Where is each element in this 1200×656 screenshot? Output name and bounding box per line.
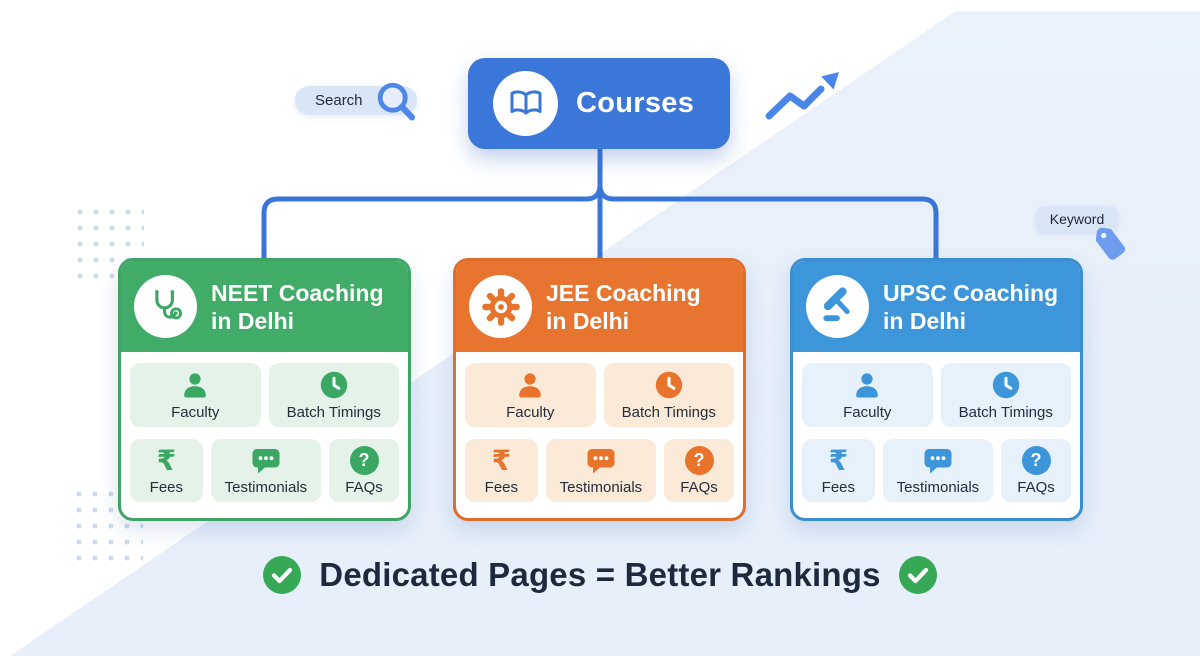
footer-slogan: Dedicated Pages = Better Rankings	[0, 556, 1200, 594]
tile-batch-timings: Batch Timings	[940, 363, 1071, 427]
card-title: NEET Coaching in Delhi	[211, 279, 384, 334]
gavel-icon	[806, 275, 869, 338]
clock-icon	[319, 370, 349, 401]
card-jee-coaching: JEE Coaching in Delhi Faculty Batch Timi…	[453, 258, 746, 521]
keyword-pill: Keyword	[1036, 206, 1118, 232]
rupee-icon: ₹	[156, 443, 177, 477]
courses-label: Courses	[576, 87, 695, 119]
tile-faqs: ? FAQs	[329, 439, 399, 502]
card-header: JEE Coaching in Delhi	[456, 261, 743, 352]
person-icon	[515, 370, 545, 401]
footer-text: Dedicated Pages = Better Rankings	[319, 556, 881, 593]
clock-icon	[654, 370, 684, 401]
testimonial-chat-icon	[922, 445, 954, 476]
top-white-strip	[0, 0, 1200, 11]
tile-faculty: Faculty	[465, 363, 596, 427]
open-book-icon	[493, 71, 558, 136]
gear-icon	[469, 275, 532, 338]
check-circle-icon	[263, 556, 302, 594]
tile-batch-timings: Batch Timings	[268, 363, 399, 427]
stethoscope-icon	[134, 275, 197, 338]
card-header: NEET Coaching in Delhi	[121, 261, 408, 352]
trending-up-arrow-icon	[765, 72, 839, 120]
card-body: Faculty Batch Timings ₹ Fees	[121, 352, 408, 514]
card-header: UPSC Coaching in Delhi	[793, 261, 1080, 352]
clock-icon	[991, 370, 1021, 401]
search-label: Search	[315, 92, 363, 109]
tile-fees: ₹ Fees	[465, 439, 538, 502]
tile-testimonials: Testimonials	[882, 439, 994, 502]
tile-faqs: ? FAQs	[664, 439, 734, 502]
testimonial-chat-icon	[585, 445, 617, 476]
card-title: UPSC Coaching in Delhi	[883, 279, 1059, 334]
tile-testimonials: Testimonials	[210, 439, 322, 502]
connector-left	[261, 147, 603, 263]
tile-faculty: Faculty	[130, 363, 261, 427]
person-icon	[180, 370, 210, 401]
magnifier-icon	[377, 82, 416, 121]
question-icon: ?	[684, 445, 714, 476]
card-neet-coaching: NEET Coaching in Delhi Faculty Batch Tim…	[118, 258, 411, 521]
question-icon: ?	[349, 445, 379, 476]
card-title: JEE Coaching in Delhi	[546, 279, 701, 334]
price-tag-icon	[1095, 227, 1126, 260]
courses-node: Courses	[468, 58, 730, 149]
rupee-icon: ₹	[491, 443, 512, 477]
tile-faqs: ? FAQs	[1001, 439, 1071, 502]
tile-fees: ₹ Fees	[802, 439, 875, 502]
check-circle-icon	[898, 556, 937, 594]
card-body: Faculty Batch Timings ₹ Fees	[456, 352, 743, 514]
card-body: Faculty Batch Timings ₹ Fees	[793, 352, 1080, 514]
tile-batch-timings: Batch Timings	[603, 363, 734, 427]
rupee-icon: ₹	[828, 443, 849, 477]
card-upsc-coaching: UPSC Coaching in Delhi Faculty Batch Tim…	[790, 258, 1083, 521]
keyword-label: Keyword	[1049, 211, 1105, 227]
testimonial-chat-icon	[250, 445, 282, 476]
question-icon: ?	[1021, 445, 1051, 476]
tile-testimonials: Testimonials	[545, 439, 657, 502]
tile-fees: ₹ Fees	[130, 439, 203, 502]
person-icon	[852, 370, 882, 401]
tile-faculty: Faculty	[802, 363, 933, 427]
